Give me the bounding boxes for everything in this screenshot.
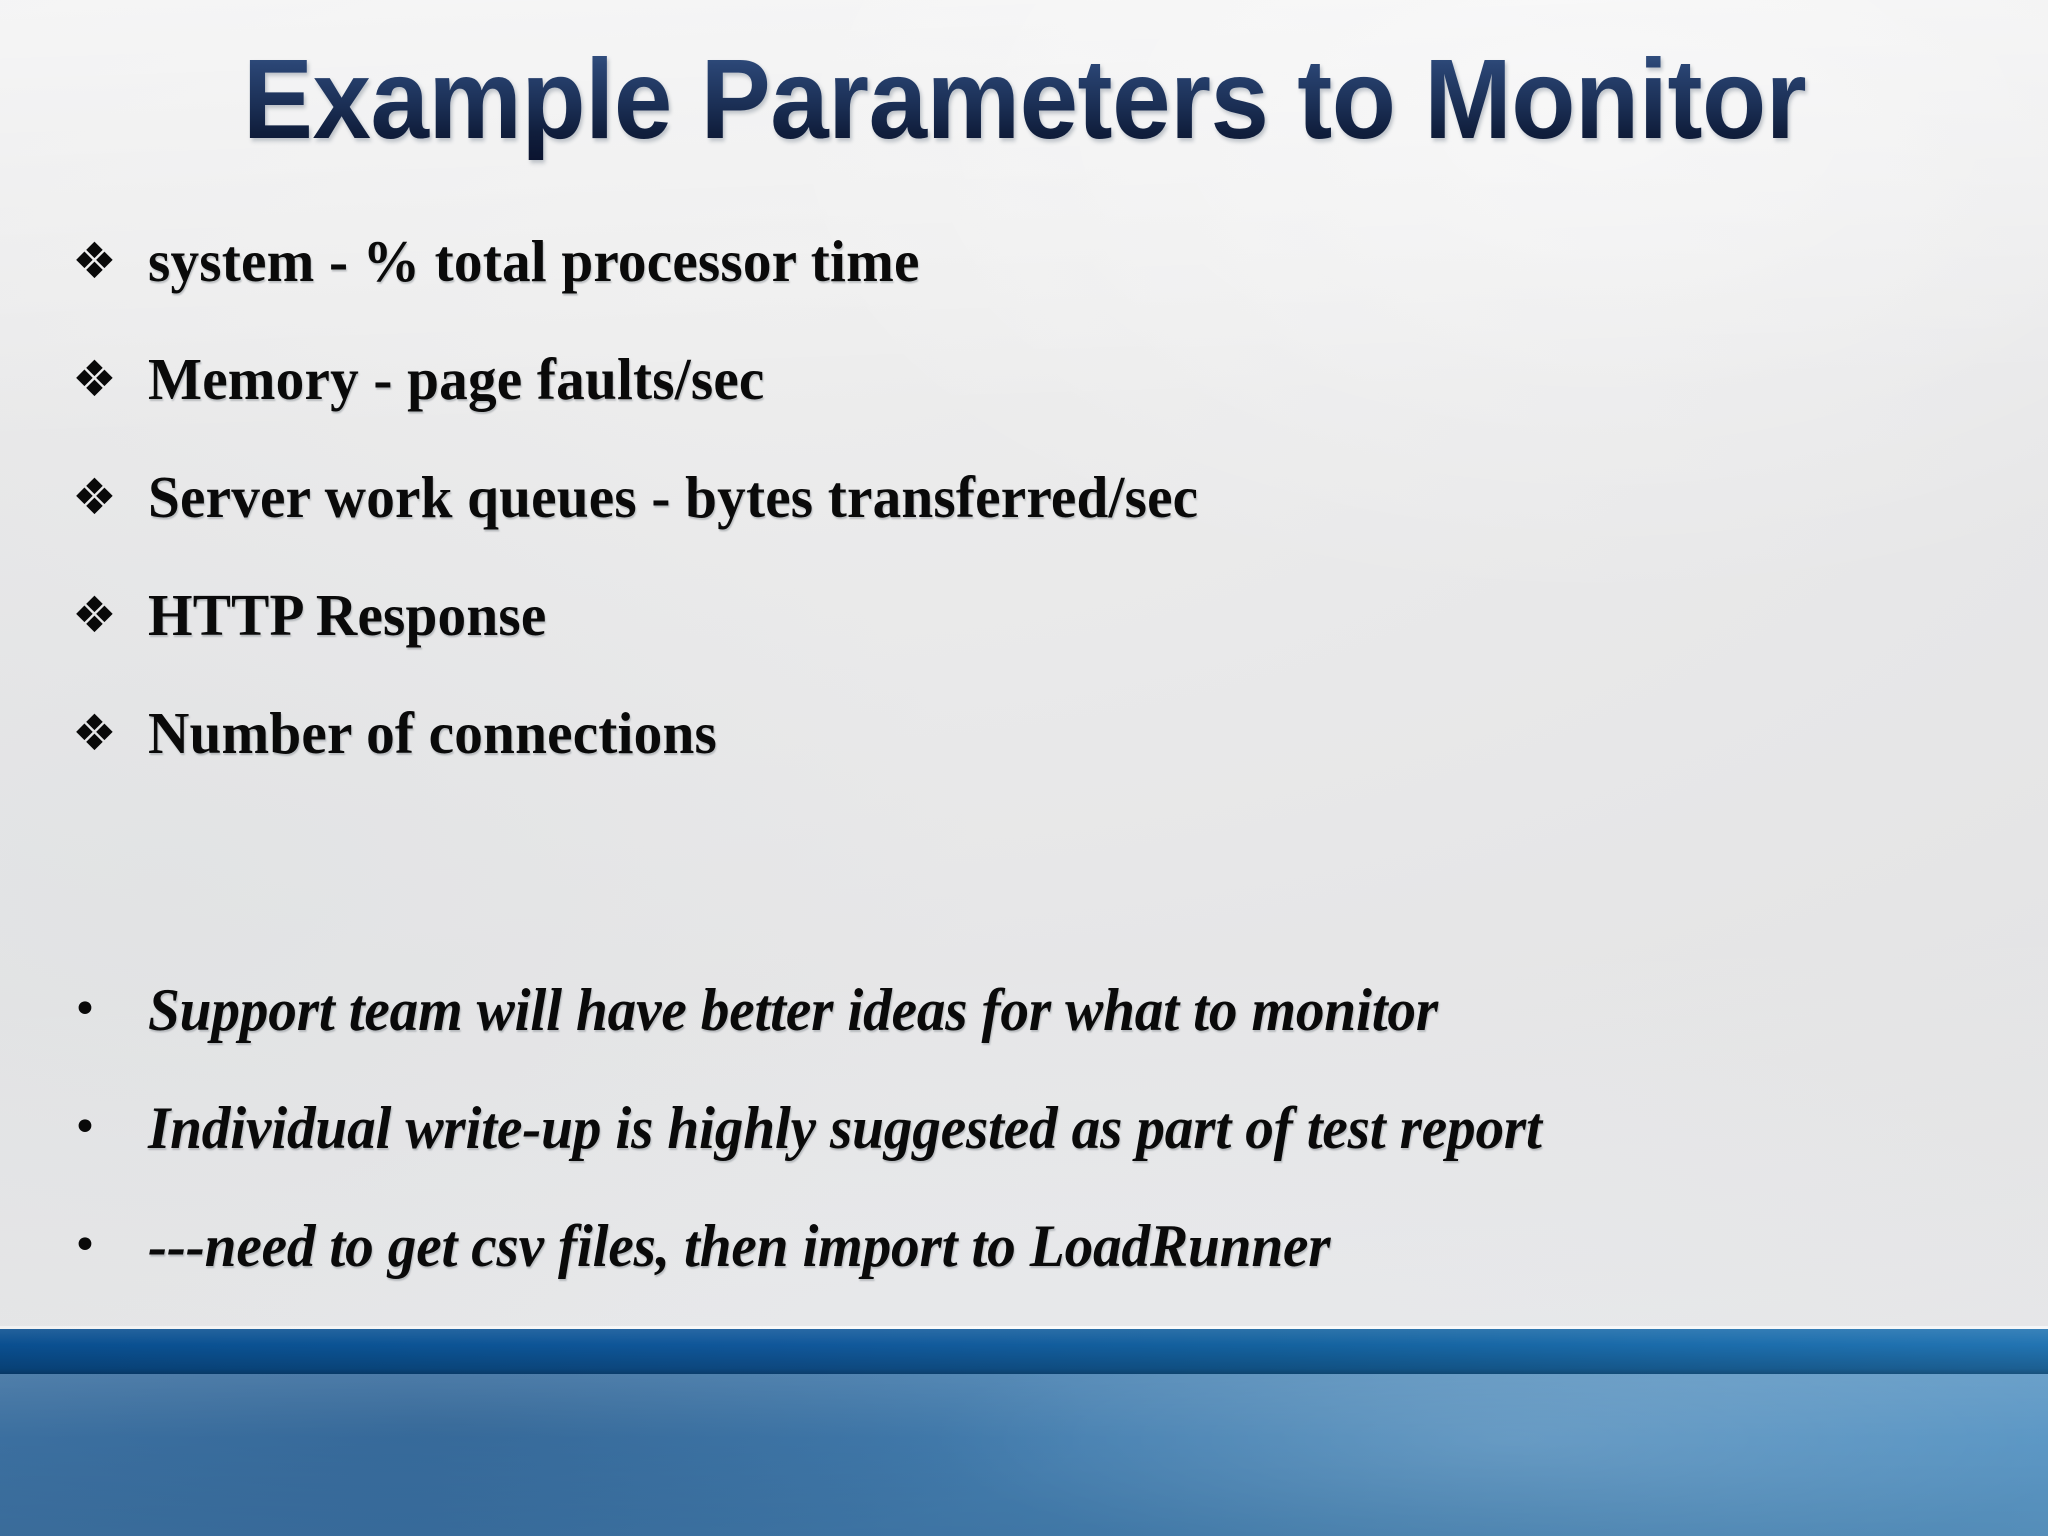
note-text: Support team will have better ideas for … bbox=[148, 977, 1438, 1043]
list-item: ❖ system - % total processor time bbox=[0, 232, 2048, 350]
diamond-bullet-icon: ❖ bbox=[72, 586, 117, 644]
diamond-bullet-icon: ❖ bbox=[72, 232, 117, 290]
footer-light-band bbox=[0, 1374, 2048, 1536]
note-text: Individual write-up is highly suggested … bbox=[148, 1095, 1542, 1161]
footer-top-edge bbox=[0, 1326, 2048, 1329]
page-title: Example Parameters to Monitor bbox=[242, 36, 1806, 162]
list-item: ❖ Number of connections bbox=[0, 704, 2048, 822]
footer-dark-band-shading bbox=[0, 1329, 2048, 1374]
footer-dark-band bbox=[0, 1329, 2048, 1374]
list-item: ❖ Server work queues - bytes transferred… bbox=[0, 468, 2048, 586]
note-text: ---need to get csv files, then import to… bbox=[148, 1213, 1331, 1279]
bullet-text: Server work queues - bytes transferred/s… bbox=[148, 464, 1199, 530]
content-body: ❖ system - % total processor time ❖ Memo… bbox=[0, 232, 2048, 1334]
slide-footer bbox=[0, 1326, 2048, 1536]
bullet-text: Memory - page faults/sec bbox=[148, 346, 765, 412]
list-item: ❖ HTTP Response bbox=[0, 586, 2048, 704]
list-item: • ---need to get csv files, then import … bbox=[0, 1216, 2048, 1334]
diamond-bullet-icon: ❖ bbox=[72, 704, 117, 762]
bullet-text: system - % total processor time bbox=[148, 228, 920, 294]
diamond-bullet-icon: ❖ bbox=[72, 468, 117, 526]
round-bullet-icon: • bbox=[72, 984, 98, 1035]
list-item: ❖ Memory - page faults/sec bbox=[0, 350, 2048, 468]
bullet-text: HTTP Response bbox=[148, 582, 547, 648]
list-item: • Individual write-up is highly suggeste… bbox=[0, 1098, 2048, 1216]
round-bullet-icon: • bbox=[72, 1102, 98, 1153]
section-spacer bbox=[0, 822, 2048, 980]
diamond-bullet-icon: ❖ bbox=[72, 350, 117, 408]
title-area: Example Parameters to Monitor bbox=[0, 38, 2048, 160]
round-bullet-icon: • bbox=[72, 1220, 98, 1271]
list-item: • Support team will have better ideas fo… bbox=[0, 980, 2048, 1098]
bullet-text: Number of connections bbox=[148, 700, 717, 766]
footer-light-band-texture bbox=[0, 1374, 2048, 1536]
